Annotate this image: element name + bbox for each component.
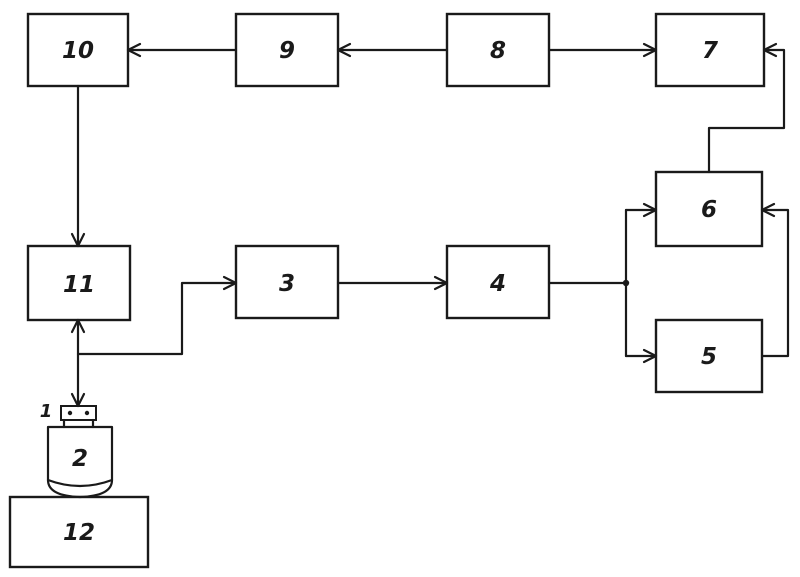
block-7: 7 — [656, 14, 764, 86]
block-11-label: 11 — [63, 272, 95, 298]
arrow-3-to-4 — [338, 277, 447, 289]
element-2-label: 2 — [72, 446, 88, 472]
arrow-4-to-6-and-5 — [549, 204, 656, 362]
block-4: 4 — [447, 246, 549, 318]
probe-element-1: 1 — [40, 401, 96, 427]
block-12-label: 12 — [63, 520, 95, 546]
arrow-11-to-probe — [72, 320, 84, 406]
block-9: 9 — [236, 14, 338, 86]
arrow-10-to-11 — [72, 86, 84, 246]
block-5-label: 5 — [701, 344, 717, 370]
element-1-label: 1 — [40, 401, 53, 422]
block-5: 5 — [656, 320, 762, 392]
block-7-label: 7 — [702, 38, 718, 64]
block-10-label: 10 — [62, 38, 94, 64]
arrow-9-to-10 — [128, 44, 236, 56]
arrow-5-to-6 — [762, 204, 788, 356]
sensor-element-2: 2 — [48, 427, 112, 497]
block-11: 11 — [28, 246, 130, 320]
block-3: 3 — [236, 246, 338, 318]
arrow-8-to-7 — [549, 44, 656, 56]
block-6: 6 — [656, 172, 762, 246]
block-4-label: 4 — [489, 271, 506, 297]
block-8: 8 — [447, 14, 549, 86]
arrow-8-to-9 — [338, 44, 447, 56]
block-8-label: 8 — [490, 38, 506, 64]
block-6-label: 6 — [701, 197, 717, 223]
block-9-label: 9 — [279, 38, 295, 64]
block-12: 12 — [10, 497, 148, 567]
block-10: 10 — [28, 14, 128, 86]
block-3-label: 3 — [279, 271, 295, 297]
